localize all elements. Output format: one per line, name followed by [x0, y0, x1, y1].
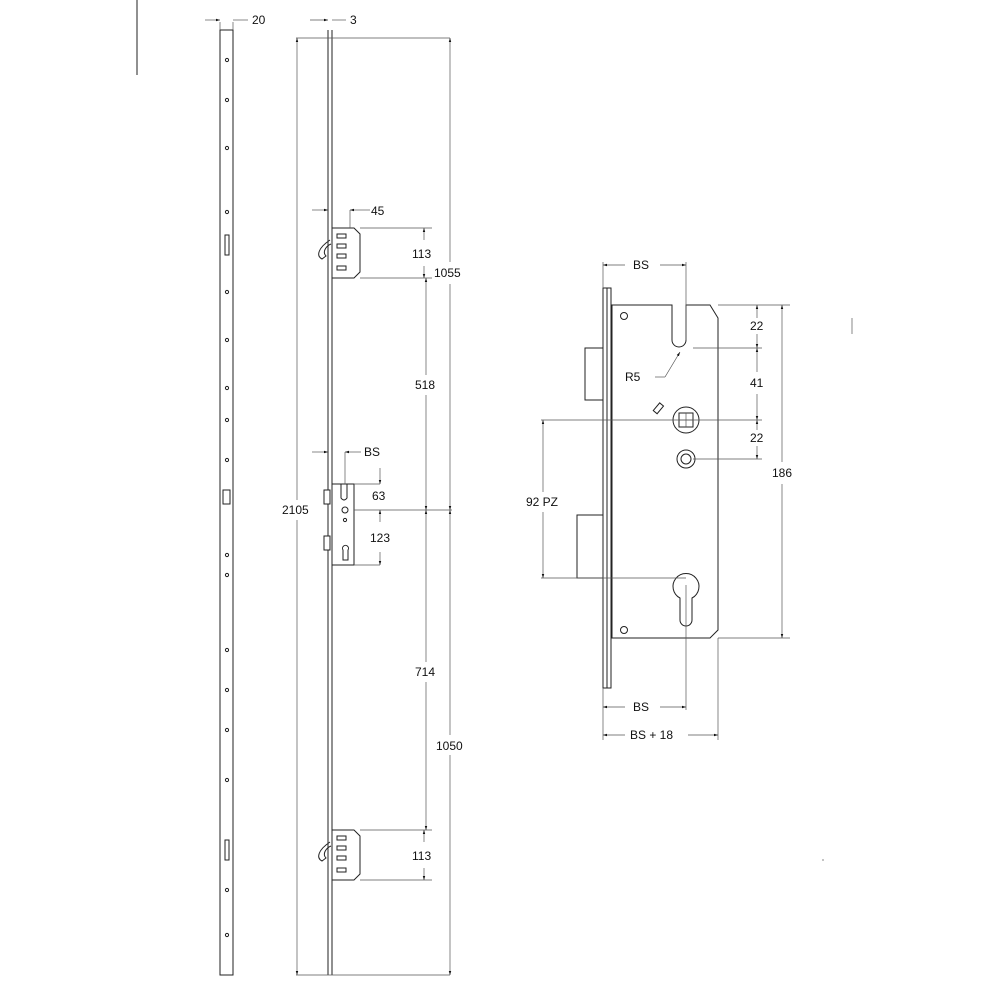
strip-hole — [224, 457, 230, 463]
strip-hole — [224, 337, 230, 343]
locking-strip — [205, 18, 248, 976]
total-length-label: 2105 — [282, 503, 309, 517]
case-height-label: 186 — [772, 466, 792, 480]
top-hook-bolt — [312, 208, 432, 279]
dim-top-label: 22 — [750, 319, 764, 333]
strip-hole — [224, 289, 230, 295]
strip-hole — [224, 209, 230, 215]
lower-length-label: 1050 — [436, 739, 463, 753]
strip-hole — [224, 687, 230, 693]
strip-hole — [224, 385, 230, 391]
top-hook-height-label: 113 — [412, 247, 431, 261]
main-lock-case — [312, 450, 452, 566]
strip-hole — [224, 97, 230, 103]
upper-span-label: 518 — [415, 378, 435, 392]
backset-label-left: BS — [364, 445, 380, 459]
strip-hole — [224, 57, 230, 63]
strip-hole — [224, 145, 230, 151]
strip-hole — [224, 727, 230, 733]
follower-to-bottom-label: 123 — [370, 531, 390, 545]
strip-hole — [224, 932, 230, 938]
strip-hole — [224, 572, 230, 578]
strip-hole — [224, 417, 230, 423]
strip-hole — [224, 552, 230, 558]
lower-span-label: 714 — [415, 665, 435, 679]
length-dimensions — [295, 38, 452, 975]
strip-hole — [224, 777, 230, 783]
backset-bottom-label: BS — [633, 700, 649, 714]
thickness-label: 3 — [350, 13, 357, 27]
dim-lower-label: 22 — [750, 431, 764, 445]
backset-top-label: BS — [633, 258, 649, 272]
bottom-hook-bolt — [318, 829, 432, 881]
upper-length-label: 1055 — [434, 266, 461, 280]
radius-label: R5 — [625, 370, 641, 384]
case-width-label: BS + 18 — [630, 728, 673, 742]
hook-offset-label: 45 — [371, 204, 385, 218]
strip-hole — [224, 887, 230, 893]
centres-label: 92 PZ — [526, 495, 558, 509]
strip-hole — [224, 647, 230, 653]
lock-case-detail — [576, 287, 719, 689]
dim-mid-label: 41 — [750, 376, 764, 390]
detail-dimensions — [541, 262, 790, 740]
strip-width-label: 20 — [252, 13, 266, 27]
follower-to-top-label: 63 — [372, 489, 386, 503]
bottom-hook-height-label: 113 — [412, 849, 431, 863]
